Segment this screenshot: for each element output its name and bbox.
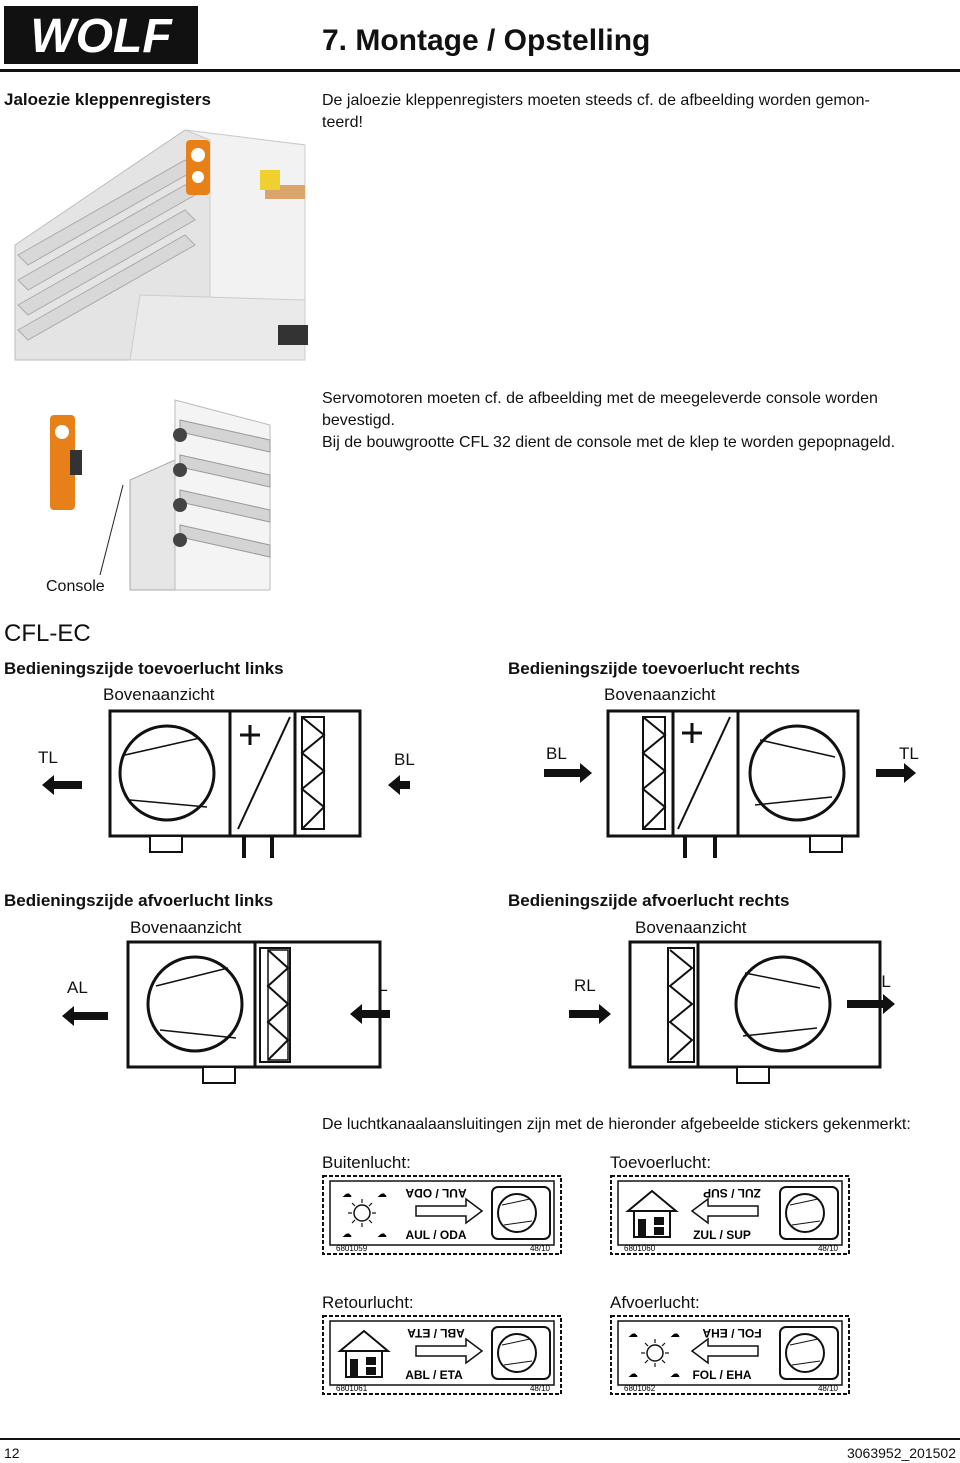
sun-icon [353,1204,371,1222]
unit-diagram-supply-left [42,709,410,858]
sticker-caption: Retourlucht: [322,1293,414,1312]
sticker-retourlucht: ABL / ETA ABL / ETA 6801061 48/10 [322,1315,562,1395]
wolf-logo: WOLF [4,6,198,64]
page-number: 12 [4,1445,20,1461]
sticker-buitenlucht: ☁ ☁ ☁ ☁ AUL / ODA AUL / ODA 6801059 48/10 [322,1175,562,1255]
svg-text:☁: ☁ [670,1329,680,1340]
house-icon [625,1189,679,1238]
servo-text: Servomotoren moeten cf. de afbeelding me… [322,390,896,451]
svg-text:48/10: 48/10 [530,1244,551,1253]
cfl-heading: CFL-EC [4,620,91,647]
sticker-caption: Afvoerlucht: [610,1293,700,1312]
port-label: TL [899,744,919,763]
svg-text:6801062: 6801062 [624,1384,656,1393]
diagram-title: Bedieningszijde toevoerlucht links [4,659,284,678]
port-label: BL [546,744,567,763]
svg-text:ZUL / SUP: ZUL / SUP [693,1228,751,1242]
unit-diagram-exhaust-right [569,940,895,1084]
sticker-toevoerlucht: ZUL / SUP ZUL / SUP 6801060 48/10 [610,1175,850,1255]
svg-text:FOL / EHA: FOL / EHA [702,1326,761,1340]
arrow-left-icon [388,775,410,795]
document-number: 3063952_201502 [846,1445,956,1461]
svg-text:6801059: 6801059 [336,1244,368,1253]
port-label: TL [38,748,58,767]
footer-rule [0,1438,960,1440]
arrow-left-icon [350,1004,390,1024]
house-icon [337,1329,391,1378]
diagram-title: Bedieningszijde afvoerlucht rechts [508,891,790,910]
port-label: AL [67,978,88,997]
arrow-right-icon [415,1197,484,1225]
svg-text:AUL / ODA: AUL / ODA [405,1186,466,1200]
svg-text:☁: ☁ [628,1329,638,1340]
svg-text:48/10: 48/10 [818,1244,839,1253]
sticker-caption: Buitenlucht: [322,1153,411,1172]
diagram-view: Bovenaanzicht [604,685,716,704]
port-label: RL [574,976,596,995]
unit-diagram-exhaust-left [62,940,390,1084]
svg-text:48/10: 48/10 [530,1384,551,1393]
arrow-left-icon [690,1337,759,1365]
svg-text:☁: ☁ [377,1189,387,1200]
side-label: Jaloezie kleppenregisters [4,90,211,109]
header-rule [0,69,960,72]
svg-text:ZUL / SUP: ZUL / SUP [703,1186,761,1200]
svg-text:48/10: 48/10 [818,1384,839,1393]
svg-text:☁: ☁ [342,1229,352,1240]
diagram-view: Bovenaanzicht [635,918,747,937]
arrow-right-icon [876,763,916,783]
console-label: Console [46,578,105,595]
sticker-afvoerlucht: ☁ ☁ ☁ ☁ FOL / EHA FOL / EHA 6801062 48/10 [610,1315,850,1395]
svg-text:6801060: 6801060 [624,1244,656,1253]
page-title: 7. Montage / Opstelling [322,24,651,57]
diagram-title: Bedieningszijde toevoerlucht rechts [508,659,800,678]
diagram-title: Bedieningszijde afvoerlucht links [4,891,274,910]
sticker-caption: Toevoerlucht: [610,1153,712,1172]
arrow-right-icon [569,1004,611,1024]
diagram-view: Bovenaanzicht [103,685,215,704]
svg-text:☁: ☁ [670,1369,680,1380]
arrow-right-icon [544,763,592,783]
arrow-right-icon [847,994,895,1014]
port-label: BL [394,750,415,769]
servo-motor-icon [50,415,75,510]
arrow-left-icon [42,775,82,795]
svg-text:ABL / ETA: ABL / ETA [407,1326,465,1340]
svg-text:☁: ☁ [628,1369,638,1380]
console-illustration [50,399,271,591]
svg-text:6801061: 6801061 [336,1384,368,1393]
damper-register-illustration [14,129,308,361]
unit-diagram-supply-right [544,709,916,858]
logo-text: WOLF [30,10,173,63]
arrow-right-icon [415,1337,484,1365]
intro-text: De jaloezie kleppenregisters moeten stee… [322,92,870,131]
svg-text:AUL / ODA: AUL / ODA [405,1228,466,1242]
diagram-view: Bovenaanzicht [130,918,242,937]
svg-text:FOL / EHA: FOL / EHA [692,1368,751,1382]
arrow-left-icon [690,1197,759,1225]
arrow-left-icon [62,1006,108,1026]
svg-text:ABL / ETA: ABL / ETA [405,1368,463,1382]
svg-text:☁: ☁ [342,1189,352,1200]
svg-text:☁: ☁ [377,1229,387,1240]
sun-icon [646,1344,664,1362]
stickers-intro: De luchtkanaalaansluitingen zijn met de … [322,1116,911,1133]
